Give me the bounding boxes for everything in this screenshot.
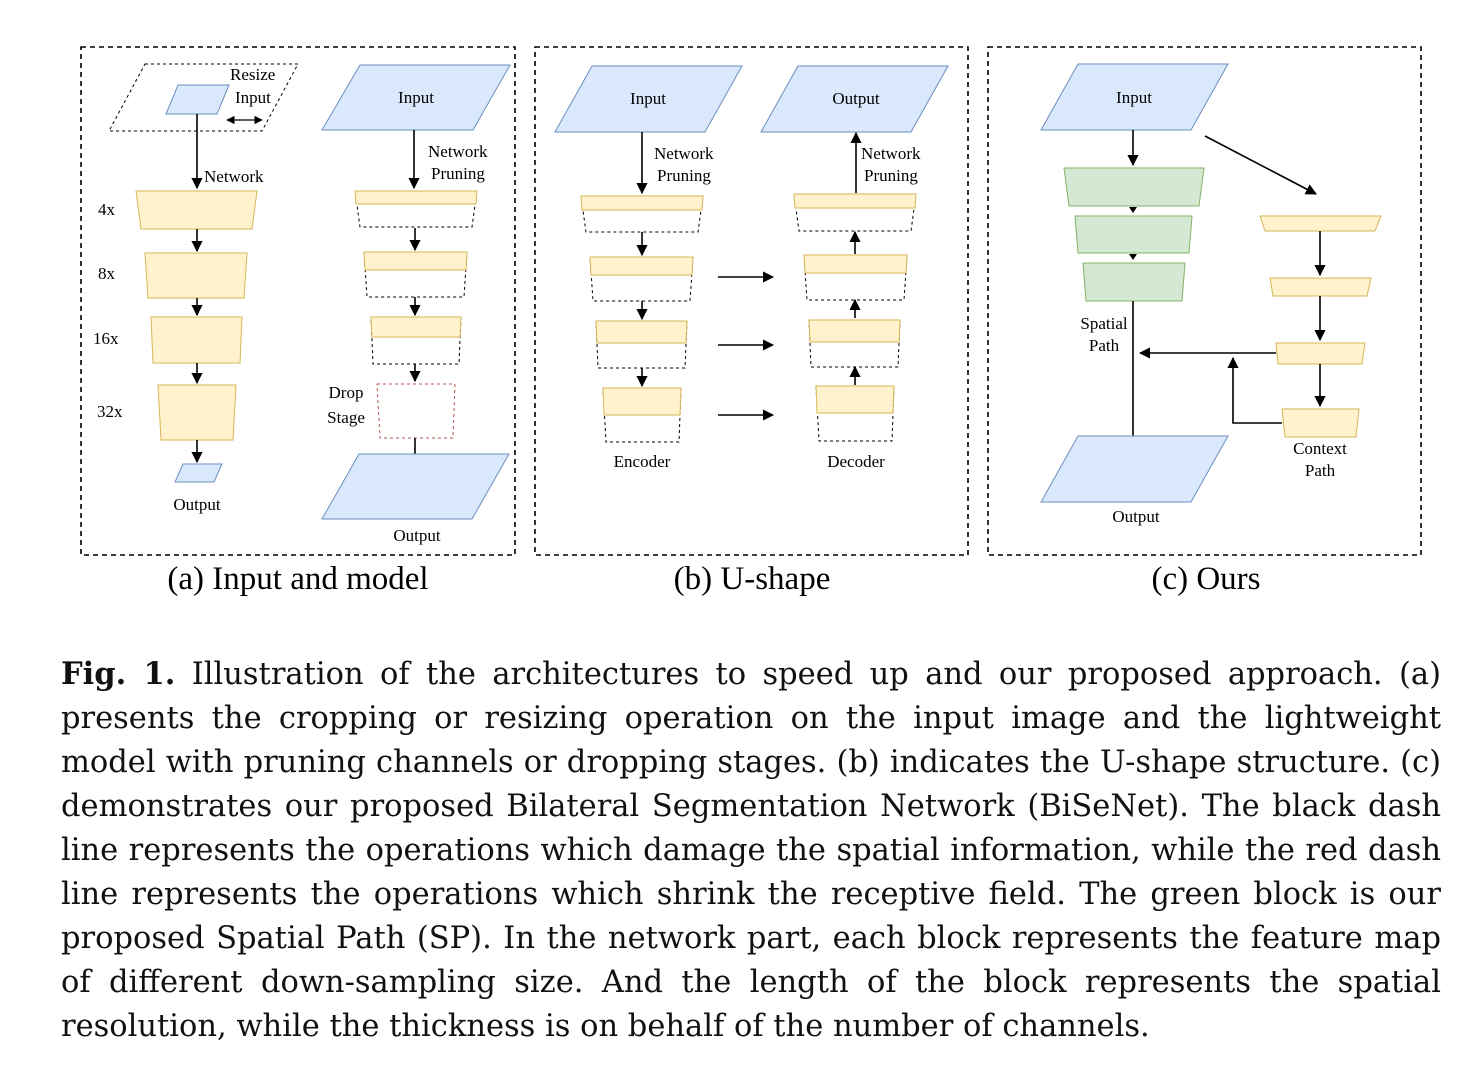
- output-shape-a: [321, 453, 510, 520]
- scale-label-4x: 4x: [98, 200, 116, 219]
- feature-block-32x: [157, 384, 237, 441]
- input-shape-b: [554, 65, 743, 133]
- decoder-block-1-outline: [793, 193, 917, 232]
- drop-label-2: Stage: [327, 408, 365, 427]
- spatial-block-3: [1082, 262, 1186, 302]
- pruning-left-2: Pruning: [657, 166, 711, 185]
- input-label-b: Input: [630, 89, 666, 108]
- feature-block-16x: [150, 316, 243, 364]
- scale-label-32x: 32x: [97, 402, 123, 421]
- pruning-left-1: Network: [654, 144, 714, 163]
- pruned-block-3: [370, 316, 462, 338]
- pruned-block-1: [354, 190, 478, 205]
- spatial-block-1: [1063, 167, 1205, 207]
- scale-label-16x: 16x: [93, 329, 119, 348]
- dropped-stage: [376, 383, 456, 439]
- encoder-label: Encoder: [614, 452, 671, 471]
- subcaption-b: (b) U-shape: [674, 561, 831, 597]
- output-right-label-a: Output: [393, 526, 441, 545]
- pruning-right-1: Network: [861, 144, 921, 163]
- encoder-block-1: [580, 195, 704, 211]
- context-block-3: [1275, 342, 1366, 365]
- decoder-block-1: [793, 193, 917, 209]
- scale-label-8x: 8x: [98, 264, 116, 283]
- pruned-block-2: [363, 251, 468, 271]
- encoder-block-3: [595, 320, 688, 344]
- pruned-block-1-outline: [354, 190, 478, 228]
- pruning-label-a-2: Pruning: [431, 164, 485, 183]
- resize-region: [108, 63, 299, 132]
- decoder-block-4: [815, 385, 895, 414]
- output-shape-b: [760, 65, 949, 133]
- spatial-path-label-1: Spatial: [1080, 314, 1127, 333]
- context-block-4: [1281, 408, 1360, 438]
- resize-label: Resize: [230, 65, 275, 84]
- context-path-label-2: Path: [1305, 461, 1336, 480]
- panel-c: Input Spatial Path Context Path Output: [987, 46, 1422, 556]
- output-label-b: Output: [832, 89, 880, 108]
- feature-block-8x: [144, 252, 248, 299]
- encoder-block-2: [589, 256, 694, 276]
- small-input-label: Input: [235, 88, 271, 107]
- caption-text: Illustration of the architectures to spe…: [61, 657, 1441, 1044]
- encoder-block-4-outline: [602, 387, 682, 443]
- subcaption-c: (c) Ours: [1151, 561, 1260, 597]
- small-input-shape: [165, 84, 230, 115]
- output-left-label: Output: [173, 495, 221, 514]
- figure-caption: Fig. 1. Illustration of the architecture…: [61, 652, 1441, 1049]
- pruning-label-a-1: Network: [428, 142, 488, 161]
- panel-b: Input Output Network Pruning Encoder Net…: [534, 46, 969, 556]
- encoder-block-1-outline: [580, 195, 704, 233]
- input-shape-c: [1040, 63, 1229, 131]
- panel-b-frame: [534, 46, 969, 556]
- spatial-arrowhead-2: [1129, 254, 1137, 260]
- subcaption-a: (a) Input and model: [167, 561, 428, 597]
- network-label: Network: [204, 167, 264, 186]
- decoder-block-4-outline: [815, 385, 895, 442]
- input-shape-a: [321, 64, 511, 131]
- spatial-arrowhead-1: [1129, 207, 1137, 213]
- context-input-arrow: [1204, 135, 1317, 195]
- encoder-block-4: [602, 387, 682, 416]
- small-output-shape: [174, 463, 223, 483]
- input-label-c: Input: [1116, 88, 1152, 107]
- spatial-block-2: [1074, 215, 1193, 254]
- context-path-label-1: Context: [1293, 439, 1347, 458]
- decoder-block-2: [803, 254, 908, 274]
- input-label-a: Input: [398, 88, 434, 107]
- panel-a-frame: [80, 46, 516, 556]
- panel-c-frame: [987, 46, 1422, 556]
- decoder-label: Decoder: [827, 452, 885, 471]
- output-shape-c: [1040, 435, 1229, 503]
- context-block-2: [1269, 277, 1372, 297]
- pruning-right-2: Pruning: [864, 166, 918, 185]
- feature-block-4x: [135, 190, 258, 230]
- fusion-arrow-loop: [1227, 356, 1282, 424]
- panel-a: Resize Input Network 4x 8x 16x 32x Outpu…: [80, 46, 516, 556]
- architecture-figure: Resize Input Network 4x 8x 16x 32x Outpu…: [80, 46, 1422, 597]
- caption-label: Fig. 1.: [61, 656, 176, 692]
- spatial-path-label-2: Path: [1089, 336, 1120, 355]
- output-label-c: Output: [1112, 507, 1160, 526]
- context-block-1: [1259, 215, 1382, 232]
- decoder-block-3: [808, 319, 901, 343]
- drop-label-1: Drop: [329, 383, 364, 402]
